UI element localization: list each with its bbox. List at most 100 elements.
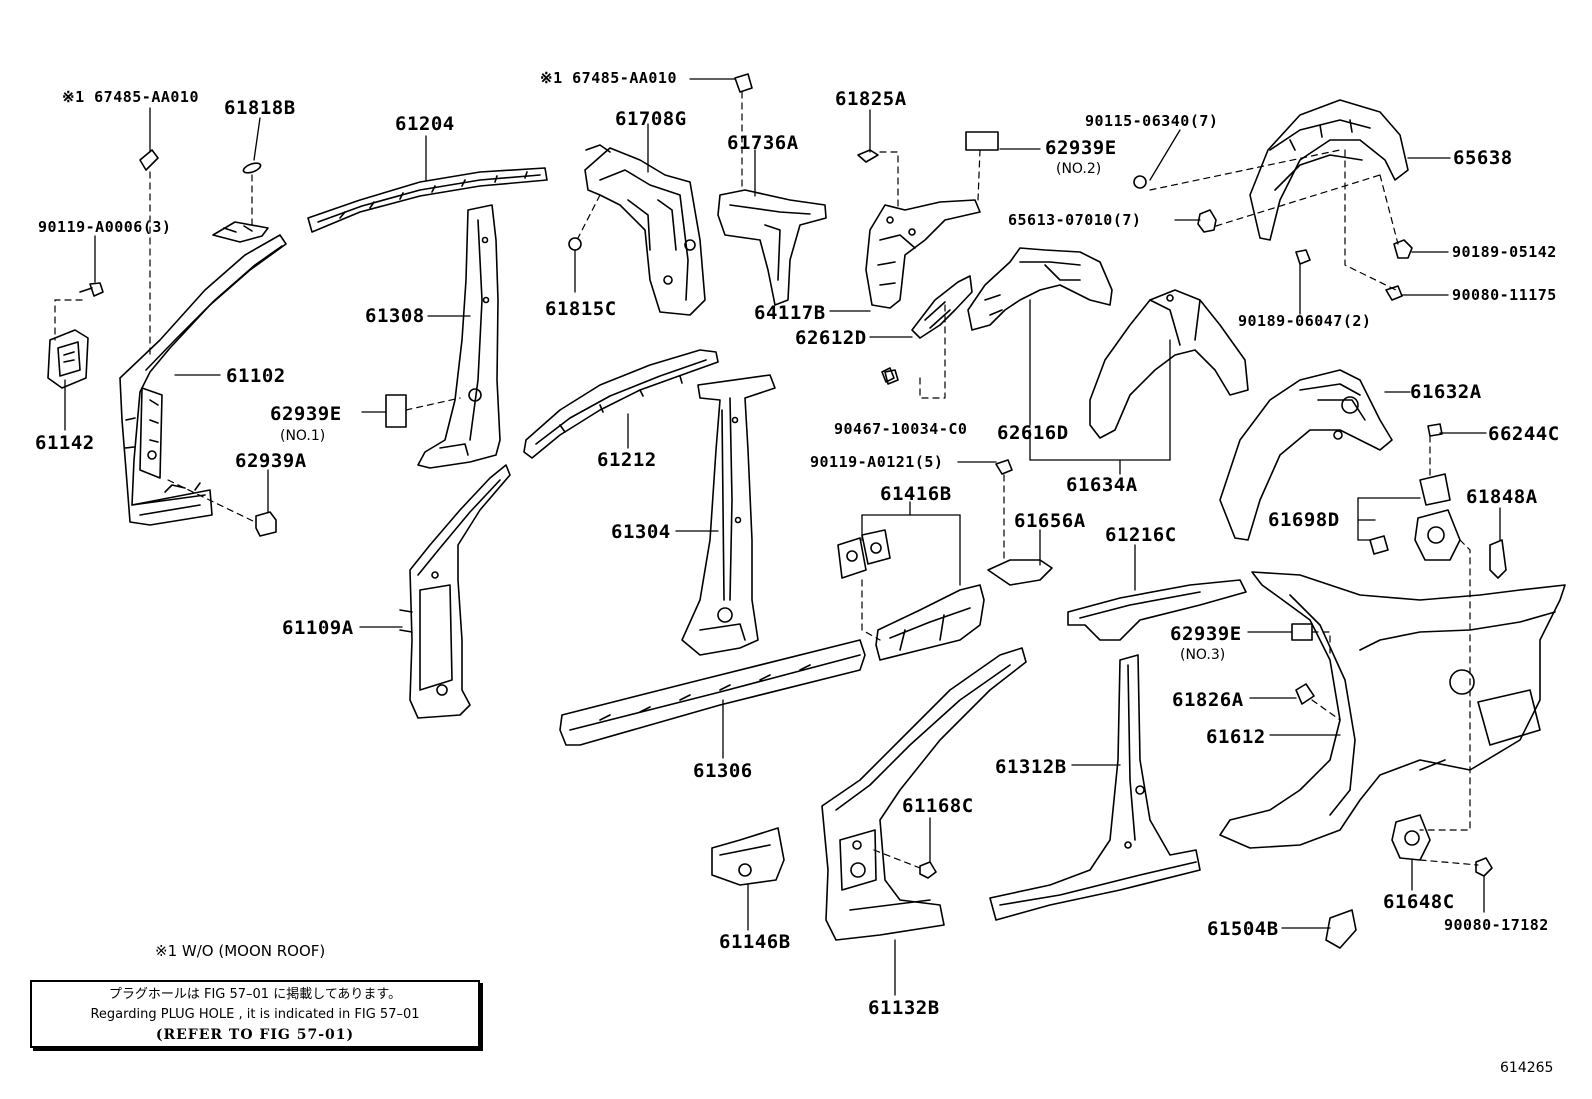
label-90189-06047[interactable]: 90189-06047(2) bbox=[1238, 312, 1372, 330]
part-61312B-pillar bbox=[989, 654, 1201, 921]
label-90080-17182[interactable]: 90080-17182 bbox=[1444, 916, 1549, 934]
part-61504B-bracket bbox=[1325, 909, 1357, 949]
label-65638[interactable]: 65638 bbox=[1453, 147, 1513, 169]
label-61308[interactable]: 61308 bbox=[365, 305, 425, 327]
label-90119-a0121[interactable]: 90119-A0121(5) bbox=[810, 453, 944, 471]
leader-lines bbox=[64, 78, 1501, 996]
label-61818b[interactable]: 61818B bbox=[224, 97, 296, 119]
part-61142-bracket bbox=[47, 329, 89, 389]
part-62616D-wheelhouse bbox=[967, 247, 1113, 331]
label-61142[interactable]: 61142 bbox=[35, 432, 95, 454]
label-90080-11175[interactable]: 90080-11175 bbox=[1452, 286, 1557, 304]
label-61708g[interactable]: 61708G bbox=[615, 108, 687, 130]
label-61102[interactable]: 61102 bbox=[226, 365, 286, 387]
part-90189-05142-nut bbox=[1393, 239, 1413, 259]
label-90467-10034-c0[interactable]: 90467-10034-C0 bbox=[834, 420, 968, 438]
part-61826A-plug bbox=[1295, 683, 1315, 705]
part-61656A-bracket bbox=[987, 559, 1053, 586]
note-line-english: Regarding PLUG HOLE , it is indicated in… bbox=[90, 1007, 420, 1022]
label-61504b[interactable]: 61504B bbox=[1207, 918, 1279, 940]
part-61416B-brackets bbox=[837, 529, 891, 579]
part-61304-pillar bbox=[681, 374, 776, 656]
label-61146b[interactable]: 61146B bbox=[719, 931, 791, 953]
label-62939e-no2[interactable]: 62939E bbox=[1045, 137, 1117, 159]
label-61648c[interactable]: 61648C bbox=[1383, 891, 1455, 913]
label-61168c[interactable]: 61168C bbox=[902, 795, 974, 817]
part-61216C-roof-side bbox=[1067, 579, 1247, 641]
footnote-moon-roof: ※1 W/O (MOON ROOF) bbox=[155, 942, 326, 960]
label-90119-a0006[interactable]: 90119-A0006(3) bbox=[38, 218, 172, 236]
label-61698d[interactable]: 61698D bbox=[1268, 509, 1340, 531]
label-66244c[interactable]: 66244C bbox=[1488, 423, 1560, 445]
label-62939e-no1-sub: (NO.1) bbox=[280, 428, 326, 444]
label-61109a[interactable]: 61109A bbox=[282, 617, 354, 639]
part-62612D-bracket bbox=[884, 275, 973, 385]
label-61826a[interactable]: 61826A bbox=[1172, 689, 1244, 711]
label-61656a[interactable]: 61656A bbox=[1014, 510, 1086, 532]
label-67485-aa010-top[interactable]: ※1 67485-AA010 bbox=[540, 69, 677, 87]
label-61306[interactable]: 61306 bbox=[693, 760, 753, 782]
label-61204[interactable]: 61204 bbox=[395, 113, 455, 135]
label-61612[interactable]: 61612 bbox=[1206, 726, 1266, 748]
part-61736A-panel bbox=[717, 73, 827, 306]
part-61212-roof-rail-inner bbox=[523, 349, 719, 459]
part-61818B-bracket bbox=[212, 162, 269, 243]
label-62616d[interactable]: 62616D bbox=[997, 422, 1069, 444]
part-65638-liner bbox=[1249, 99, 1409, 241]
part-65613-clip bbox=[1197, 209, 1217, 233]
label-90189-05142[interactable]: 90189-05142 bbox=[1452, 243, 1557, 261]
part-61168C-nut bbox=[919, 861, 937, 879]
part-61146B-bracket bbox=[711, 827, 785, 886]
label-61736a[interactable]: 61736A bbox=[727, 132, 799, 154]
label-62939e-no3[interactable]: 62939E bbox=[1170, 623, 1242, 645]
label-61304[interactable]: 61304 bbox=[611, 521, 671, 543]
label-61815c[interactable]: 61815C bbox=[545, 298, 617, 320]
label-62939e-no1[interactable]: 62939E bbox=[270, 403, 342, 425]
label-61634a[interactable]: 61634A bbox=[1066, 474, 1138, 496]
part-61634A-wheelhouse-inner bbox=[1089, 289, 1249, 439]
part-90467-clip bbox=[881, 367, 895, 383]
part-61815C-plug bbox=[568, 237, 582, 251]
label-64117b[interactable]: 64117B bbox=[754, 302, 826, 324]
label-61312b[interactable]: 61312B bbox=[995, 756, 1067, 778]
dashed-assembly-lines bbox=[54, 91, 1479, 869]
label-90115-06340[interactable]: 90115-06340(7) bbox=[1085, 112, 1219, 130]
part-62939E-no2-block bbox=[965, 131, 999, 151]
label-61416b[interactable]: 61416B bbox=[880, 483, 952, 505]
part-61416B-extension bbox=[875, 584, 985, 661]
part-90080-11175-bolt bbox=[1385, 285, 1403, 301]
note-refer-link[interactable]: (REFER TO FIG 57-01) bbox=[155, 1027, 355, 1043]
label-67485-aa010-left[interactable]: ※1 67485-AA010 bbox=[62, 88, 199, 106]
part-61848A-bracket bbox=[1489, 539, 1507, 579]
label-62939a[interactable]: 62939A bbox=[235, 450, 307, 472]
part-90119-bolt bbox=[79, 282, 104, 297]
label-61132b[interactable]: 61132B bbox=[868, 997, 940, 1019]
part-61204-roof-rail bbox=[307, 167, 548, 233]
part-90115-screw bbox=[1133, 175, 1147, 189]
label-61216c[interactable]: 61216C bbox=[1105, 524, 1177, 546]
plug-hole-note: プラグホールは FIG 57–01 に掲載してあります。 Regarding P… bbox=[30, 980, 480, 1048]
part-66244C-pad bbox=[1427, 423, 1443, 437]
label-61632a[interactable]: 61632A bbox=[1410, 381, 1482, 403]
part-62939E-no3-block bbox=[1291, 623, 1313, 641]
label-61848a[interactable]: 61848A bbox=[1466, 486, 1538, 508]
label-61212[interactable]: 61212 bbox=[597, 449, 657, 471]
label-65613-07010[interactable]: 65613-07010(7) bbox=[1008, 211, 1142, 229]
part-64117B-bracket bbox=[857, 149, 981, 309]
part-67485-left-pad bbox=[139, 149, 159, 171]
part-62939E-no1-block bbox=[385, 394, 407, 428]
label-62939e-no2-sub: (NO.2) bbox=[1056, 161, 1102, 177]
part-61698D-brackets bbox=[1369, 473, 1461, 561]
part-90080-17182-nut bbox=[1475, 857, 1493, 877]
part-62939A-block bbox=[255, 511, 277, 537]
note-line-japanese: プラグホールは FIG 57–01 に掲載してあります。 bbox=[108, 987, 402, 1002]
part-61102-outer-panel bbox=[119, 234, 287, 526]
part-61612-quarter-panel bbox=[1219, 571, 1566, 849]
figure-number: 614265 bbox=[1500, 1060, 1554, 1076]
label-61825a[interactable]: 61825A bbox=[835, 88, 907, 110]
part-61648C-bracket bbox=[1391, 814, 1431, 861]
label-62612d[interactable]: 62612D bbox=[795, 327, 867, 349]
part-61708G-quarter-inner bbox=[584, 144, 706, 316]
